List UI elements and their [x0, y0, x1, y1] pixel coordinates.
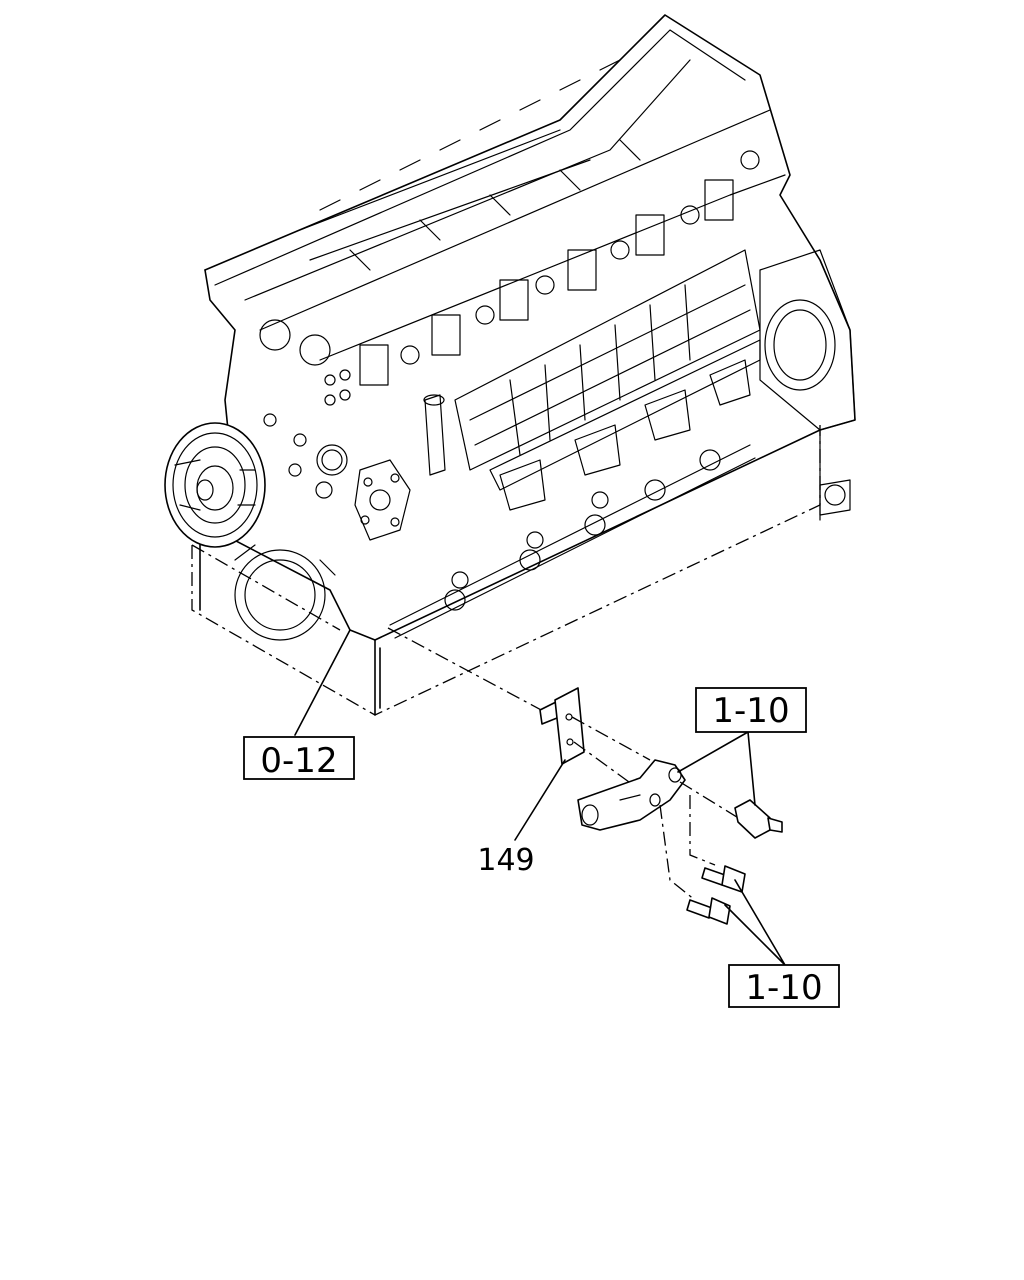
grommet-fastener [734, 799, 783, 839]
leader-0-12 [294, 629, 351, 736]
callout-149: 149 [477, 843, 534, 878]
callout-1-10-lower-label: 1-10 [745, 968, 822, 1008]
engine-block [164, 14, 856, 716]
callout-1-10-lower: 1-10 [728, 964, 840, 1008]
mount-bracket [577, 759, 686, 831]
callout-1-10-upper: 1-10 [695, 687, 807, 733]
bolt-lower [686, 897, 731, 925]
leader-lower-1-10 [724, 879, 786, 966]
leader-149 [514, 759, 566, 841]
stud-149 [539, 687, 585, 765]
bolt-upper [701, 865, 746, 893]
callout-0-12: 0-12 [243, 736, 355, 781]
bracket-assembly [294, 627, 786, 966]
leader-upper-1-10 [677, 731, 756, 806]
callout-0-12-label: 0-12 [260, 741, 337, 781]
callout-1-10-upper-label: 1-10 [712, 691, 789, 731]
crank-pulley [164, 422, 266, 548]
callout-149-label: 149 [477, 843, 534, 878]
